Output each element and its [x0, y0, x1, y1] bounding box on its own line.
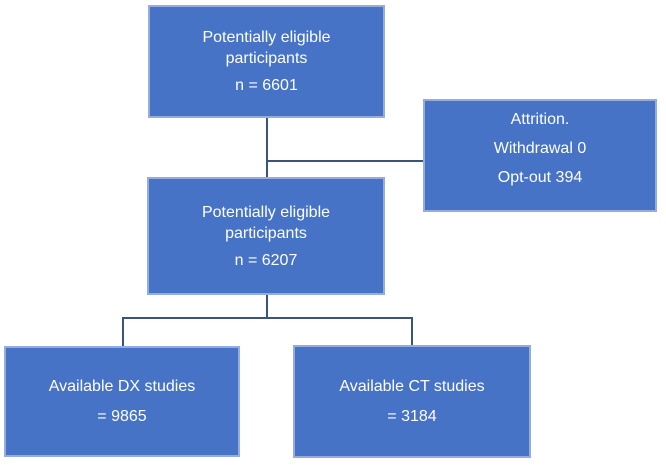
box-title-line: Potentially eligible — [201, 203, 331, 221]
box-eligible-initial: Potentially eligible participants n = 66… — [148, 5, 385, 118]
box-stat: n = 6207 — [234, 251, 298, 269]
box-title-line: Available CT studies — [339, 378, 485, 395]
box-eligible-after-attrition: Potentially eligible participants n = 62… — [147, 177, 385, 295]
box-dx-studies: Available DX studies = 9865 — [4, 346, 240, 457]
attrition-withdrawal: Withdrawal 0 — [493, 140, 587, 157]
box-title-line: Available DX studies — [48, 378, 196, 395]
attrition-optout: Opt-out 394 — [497, 169, 583, 186]
box-stat: = 3184 — [387, 408, 437, 425]
connector-branch-to-dx — [122, 317, 124, 346]
connector-branch-to-ct — [411, 317, 413, 345]
box-stat: = 9865 — [97, 408, 147, 425]
attrition-title: Attrition. — [510, 111, 570, 128]
connector-branch-horizontal — [122, 317, 413, 319]
box-title-line: participants — [225, 50, 308, 67]
box-title-line: participants — [225, 224, 307, 242]
connector-middle-to-branch — [266, 295, 268, 319]
box-attrition: Attrition. Withdrawal 0 Opt-out 394 — [423, 99, 657, 212]
connector-top-to-middle — [266, 118, 268, 178]
box-title-line: Potentially eligible — [202, 29, 331, 46]
box-stat: n = 6601 — [235, 77, 298, 94]
box-ct-studies: Available CT studies = 3184 — [293, 345, 531, 458]
connector-to-attrition — [266, 160, 424, 162]
